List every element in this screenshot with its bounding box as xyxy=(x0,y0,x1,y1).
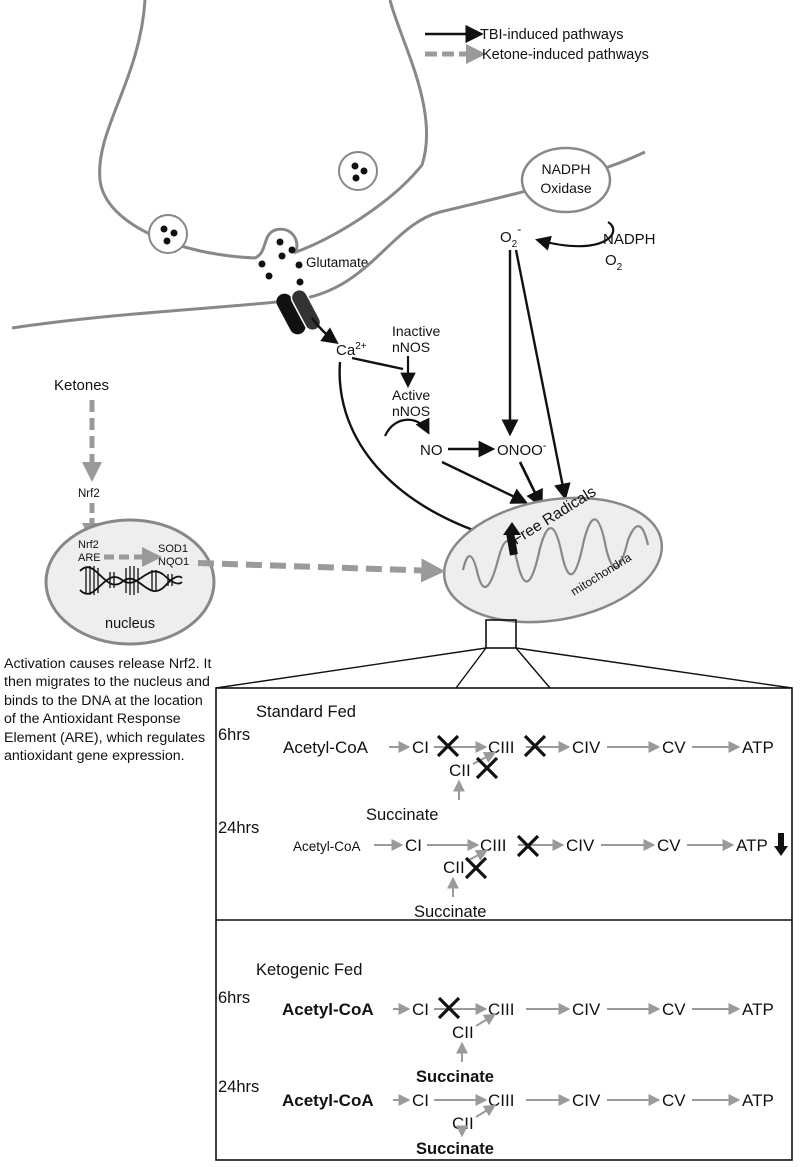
presynaptic-terminal xyxy=(98,0,428,260)
synaptic-vesicle xyxy=(338,151,378,191)
acetyl-coa-label: Acetyl-CoA xyxy=(282,1091,374,1110)
standard-fed-title: Standard Fed xyxy=(256,703,356,721)
complex-ii-label: CII xyxy=(452,1023,474,1042)
glutamate-molecules xyxy=(258,238,304,286)
mitochondrion xyxy=(442,496,664,624)
ca-to-nnos-line xyxy=(351,356,404,371)
time-label: 24hrs xyxy=(218,1078,259,1096)
active-nnos-label-2: nNOS xyxy=(392,403,430,419)
free-radicals-up-icon xyxy=(503,522,521,535)
complex-ii-label: CII xyxy=(452,1114,474,1133)
o2-to-free-radicals-arrow xyxy=(514,249,571,501)
oxygen-label: O2 xyxy=(605,252,623,273)
atp-label: ATP xyxy=(742,1091,774,1110)
glutamate-label: Glutamate xyxy=(306,255,368,270)
cii-to-ciii-arrow xyxy=(466,849,489,862)
atp-label: ATP xyxy=(736,836,768,855)
acetyl-coa-label: Acetyl-CoA xyxy=(282,1000,374,1019)
nucleus-to-mitochondria-arrow xyxy=(197,558,446,583)
nadph-oxidase-label-1: NADPH xyxy=(541,161,590,177)
time-label: 24hrs xyxy=(218,819,259,837)
nrf2-explanation: Activation causes release Nrf2. It then … xyxy=(4,656,212,765)
nitric-oxide-label: NO xyxy=(420,442,443,459)
legend-tbi-label: TBI-induced pathways xyxy=(480,27,623,43)
atp-label: ATP xyxy=(742,738,774,757)
cii-to-ciii-arrow xyxy=(475,1013,497,1027)
nadph-to-o2-arrow xyxy=(535,221,615,251)
complex-i-label: CI xyxy=(405,836,422,855)
inactive-nnos-label-2: nNOS xyxy=(392,339,430,355)
active-nnos-label-1: Active xyxy=(392,387,430,403)
ca-influx-arrow xyxy=(311,317,339,344)
ketones-label: Ketones xyxy=(54,377,109,394)
free-radicals-up-bar xyxy=(506,532,518,556)
inhibition-cross-icon xyxy=(436,734,460,758)
inhibition-cross-icon xyxy=(475,756,499,780)
complex-iv-label: CIV xyxy=(572,738,601,757)
no-to-free-radicals-arrow xyxy=(441,460,529,504)
complex-iv-label: CIV xyxy=(566,836,595,855)
cii-to-ciii-arrow xyxy=(475,1104,497,1118)
nadph-label: NADPH xyxy=(603,231,656,248)
inactive-nnos-label-1: Inactive xyxy=(392,323,440,339)
peroxynitrite-label: ONOO- xyxy=(497,440,547,459)
nnos-to-no-arrow xyxy=(383,417,430,437)
complex-iv-label: CIV xyxy=(572,1091,601,1110)
zoom-line-right xyxy=(515,647,551,689)
complex-i-label: CI xyxy=(412,1091,429,1110)
time-label: 6hrs xyxy=(218,726,250,744)
nucleus-label: nucleus xyxy=(105,616,155,632)
dna-helix xyxy=(79,566,183,595)
are-label: ARE xyxy=(78,552,101,564)
zoom-box xyxy=(485,619,517,649)
inhibition-cross-icon xyxy=(437,996,461,1020)
complex-v-label: CV xyxy=(662,738,686,757)
complex-v-label: CV xyxy=(662,1091,686,1110)
nadph-oxidase-label-2: Oxidase xyxy=(540,180,592,196)
complex-ii-label: CII xyxy=(443,858,465,877)
succinate-label: Succinate xyxy=(414,903,486,921)
legend: TBI-induced pathways Ketone-induced path… xyxy=(425,24,649,64)
calcium-label: Ca2+ xyxy=(336,341,367,359)
inhibition-cross-icon xyxy=(516,834,540,858)
superoxide-label: O2- xyxy=(500,222,521,250)
nqo1-label: NQO1 xyxy=(158,556,189,568)
ketogenic-fed-title: Ketogenic Fed xyxy=(256,961,362,979)
sod1-label: SOD1 xyxy=(158,543,188,555)
complex-ii-label: CII xyxy=(449,761,471,780)
inhibition-cross-icon xyxy=(464,856,488,880)
legend-ketone-label: Ketone-induced pathways xyxy=(482,47,649,63)
complex-i-label: CI xyxy=(412,1000,429,1019)
atp-label: ATP xyxy=(742,1000,774,1019)
cii-to-ciii-arrow xyxy=(472,751,497,765)
succinate-label: Succinate xyxy=(416,1068,494,1086)
acetyl-coa-label: Acetyl-CoA xyxy=(283,738,369,757)
zoom-line-outer-right xyxy=(515,647,793,689)
nrf2-label: Nrf2 xyxy=(78,488,100,500)
etc-panels xyxy=(215,687,793,1161)
acetyl-coa-label: Acetyl-CoA xyxy=(293,839,361,854)
atp-decrease-icon xyxy=(774,846,788,856)
succinate-label: Succinate xyxy=(416,1140,494,1158)
complex-v-label: CV xyxy=(662,1000,686,1019)
inhibition-cross-icon xyxy=(523,734,547,758)
nadph-oxidase xyxy=(520,146,612,214)
onoo-to-free-radicals-arrow xyxy=(518,461,543,509)
time-label: 6hrs xyxy=(218,989,250,1007)
complex-v-label: CV xyxy=(657,836,681,855)
zoom-line-left xyxy=(455,647,487,689)
nrf2-in-nucleus-label: Nrf2 xyxy=(78,539,99,551)
complex-iv-label: CIV xyxy=(572,1000,601,1019)
complex-i-label: CI xyxy=(412,738,429,757)
atp-decrease-bar xyxy=(778,833,784,847)
succinate-label: Succinate xyxy=(366,806,438,824)
synaptic-vesicle xyxy=(148,214,188,254)
ca-to-mitochondria-arrow xyxy=(338,361,494,540)
zoom-line-outer-left xyxy=(215,647,487,689)
